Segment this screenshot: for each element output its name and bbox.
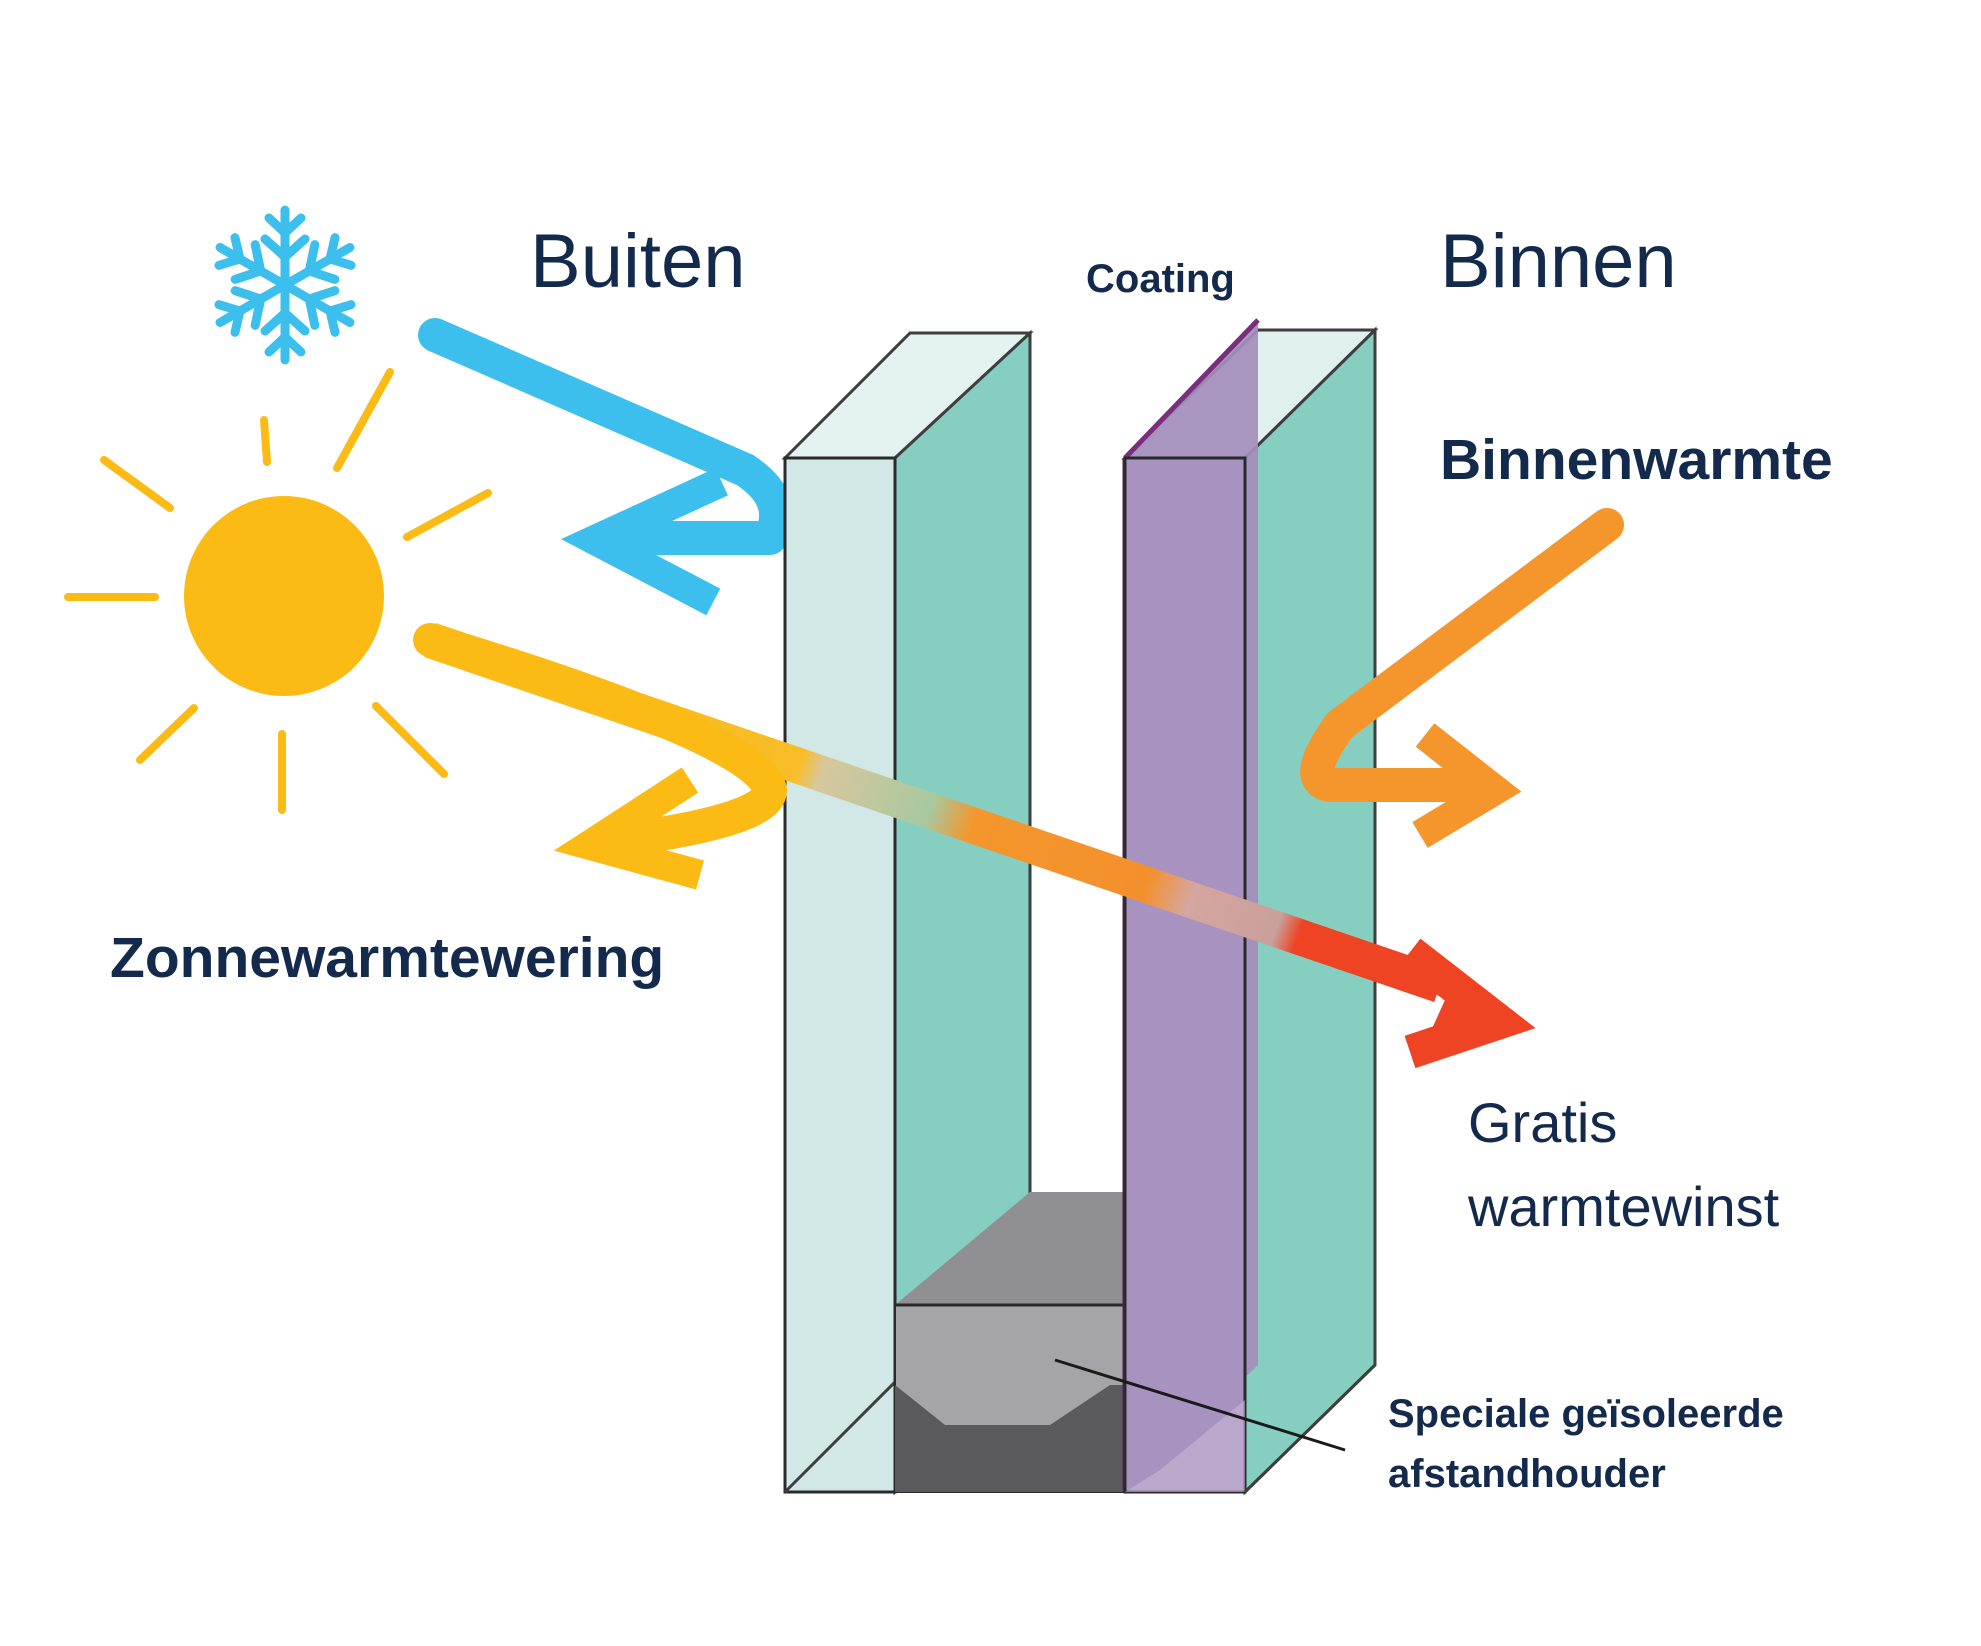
solar-heat-rejection-label: Zonnewarmtewering bbox=[110, 926, 664, 990]
interior-heat-arrow bbox=[1300, 508, 1624, 848]
coating-label: Coating bbox=[1086, 257, 1235, 301]
inside-label: Binnen bbox=[1440, 219, 1677, 304]
spacer-leader-line bbox=[1054, 1358, 1346, 1452]
solar-reflection-arrow bbox=[413, 623, 788, 890]
sun-icon bbox=[64, 368, 492, 814]
free-heat-gain-label-line2: warmtewinst bbox=[1467, 1175, 1780, 1238]
outside-label: Buiten bbox=[530, 219, 746, 304]
free-heat-gain-label-line1: Gratis bbox=[1468, 1091, 1617, 1154]
snowflake-icon bbox=[210, 205, 360, 360]
cold-reflection-arrow bbox=[418, 318, 794, 616]
double-glazing-unit bbox=[781, 318, 1379, 1496]
spacer-label-line1: Speciale geïsoleerde bbox=[1388, 1392, 1784, 1436]
spacer-label-line2: afstandhouder bbox=[1388, 1452, 1666, 1496]
interior-heat-label: Binnenwarmte bbox=[1440, 428, 1833, 492]
